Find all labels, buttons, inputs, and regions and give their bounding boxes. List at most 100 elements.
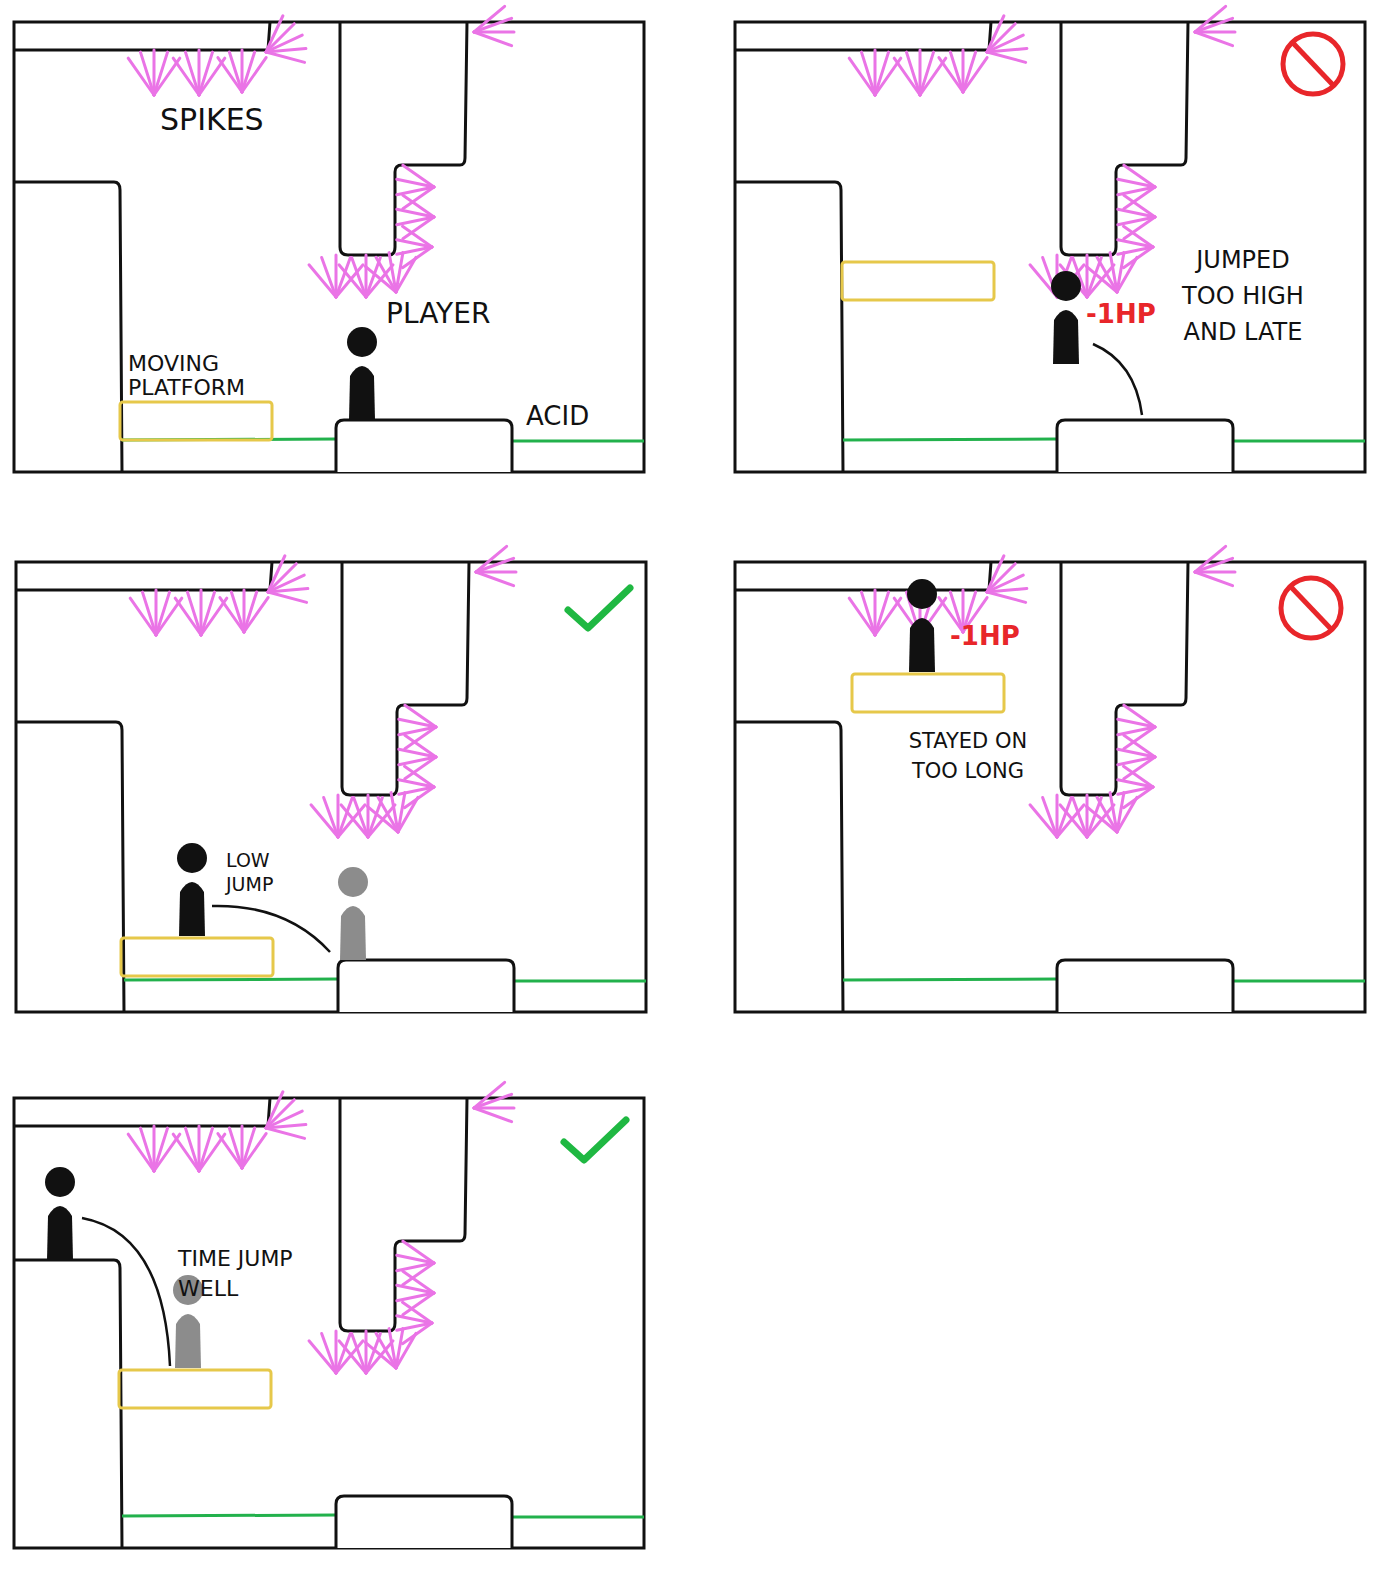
spike <box>1195 6 1226 32</box>
spike <box>1043 798 1057 837</box>
spike <box>341 805 368 837</box>
spike <box>399 757 436 765</box>
spike <box>474 1094 512 1108</box>
jump-arc <box>82 1218 170 1366</box>
note: LOW JUMP <box>226 848 298 896</box>
spike <box>1195 18 1233 32</box>
spike <box>963 58 987 92</box>
player-head <box>907 579 937 609</box>
spike <box>1030 805 1057 837</box>
damage-label: -1HP <box>950 622 1020 652</box>
spike <box>242 58 266 92</box>
moving-platform <box>852 674 1004 712</box>
spike <box>218 1134 242 1168</box>
spike <box>1124 226 1153 247</box>
spike <box>142 592 156 635</box>
spike <box>397 187 434 195</box>
spike <box>1117 257 1137 292</box>
spike <box>352 1334 366 1373</box>
spike <box>1117 797 1137 832</box>
spike <box>963 52 976 92</box>
area-label: ACID <box>526 402 589 432</box>
spike <box>185 52 199 95</box>
note: JUMPED TOO HIGH AND LATE <box>1168 242 1318 350</box>
spike <box>1124 766 1153 787</box>
pillar <box>1061 22 1188 255</box>
spike <box>987 52 1026 62</box>
block <box>1057 960 1233 1012</box>
block <box>1057 420 1233 472</box>
spike <box>403 1302 432 1323</box>
player-body <box>1053 310 1079 364</box>
spike <box>403 226 432 247</box>
spike <box>322 258 336 297</box>
spike <box>405 735 436 757</box>
spike <box>309 265 336 297</box>
damage-label: -1HP <box>1086 300 1156 330</box>
spike <box>268 592 307 602</box>
spike <box>474 1082 505 1108</box>
spike <box>1118 247 1153 254</box>
spike <box>397 1263 434 1271</box>
storyboard-panel <box>14 6 644 472</box>
spike <box>987 49 1027 52</box>
spike <box>242 1134 266 1168</box>
spike <box>268 589 308 592</box>
spike <box>175 598 201 635</box>
player-body <box>47 1206 73 1260</box>
acid <box>1233 980 1365 983</box>
moving-platform <box>120 402 272 440</box>
spike <box>339 1341 366 1373</box>
spike <box>403 1271 434 1293</box>
spike <box>266 24 294 52</box>
acid <box>1233 440 1365 443</box>
ceiling <box>16 562 272 590</box>
spike <box>266 1100 294 1128</box>
spike <box>266 1128 305 1138</box>
area-label: SPIKES <box>160 103 264 138</box>
spike <box>987 24 1015 52</box>
spike <box>1195 572 1233 586</box>
spike <box>1195 32 1233 46</box>
player-body <box>340 906 366 960</box>
spike <box>403 165 434 187</box>
spike <box>476 546 507 572</box>
spike <box>324 798 338 837</box>
spike <box>244 598 268 632</box>
spike <box>1118 727 1155 735</box>
spike <box>389 253 396 292</box>
moving-platform <box>119 1370 271 1408</box>
player-head <box>347 327 377 357</box>
panel-frame <box>14 1098 644 1548</box>
spike <box>156 592 170 635</box>
spike <box>185 1128 199 1171</box>
spike <box>389 1329 396 1368</box>
player-head <box>1051 271 1081 301</box>
spike <box>391 793 398 832</box>
spike <box>1060 805 1087 837</box>
wall <box>14 1260 122 1548</box>
spike <box>154 52 168 95</box>
success-mark <box>568 588 630 628</box>
moving-platform <box>842 262 994 300</box>
spike <box>1118 787 1153 794</box>
player-head <box>338 867 368 897</box>
storyboard-panel <box>14 1082 644 1548</box>
spike <box>476 572 514 586</box>
player-head <box>177 843 207 873</box>
acid <box>843 979 1057 980</box>
spike <box>199 52 213 95</box>
spike <box>242 52 255 92</box>
fail-mark <box>1283 34 1343 94</box>
spike <box>1195 558 1233 572</box>
spike <box>1124 735 1155 757</box>
pillar <box>342 562 469 795</box>
spike <box>906 52 920 95</box>
moving-platform <box>121 938 273 976</box>
spike <box>849 58 875 95</box>
spike <box>339 265 366 297</box>
acid <box>124 979 338 980</box>
player-body <box>179 882 205 936</box>
spike <box>1073 798 1087 837</box>
wall <box>735 722 843 1012</box>
